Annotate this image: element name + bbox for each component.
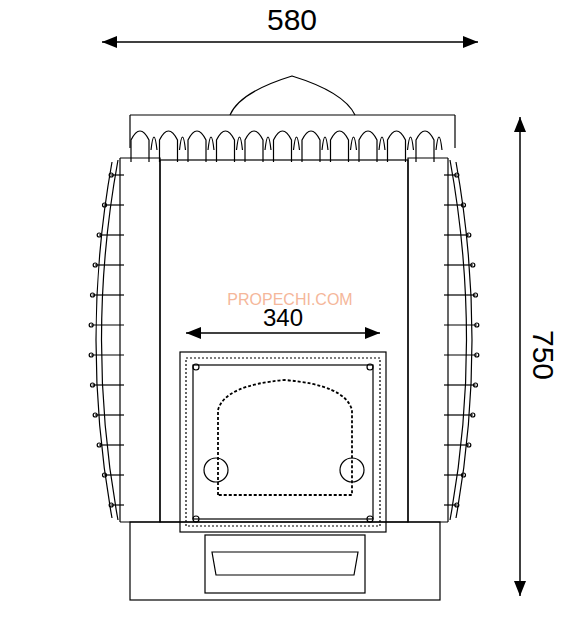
cage-rivet: [455, 173, 459, 177]
cage-bar: [105, 474, 125, 475]
crown-arch: [217, 131, 235, 162]
door-frame: [180, 352, 386, 532]
cage-rivet: [103, 473, 107, 477]
bolt: [367, 516, 373, 522]
cage-rivet: [455, 503, 459, 507]
door-window: [218, 380, 352, 495]
crown-slot: [294, 137, 300, 150]
dimension-label: 340: [261, 306, 305, 330]
dimension-label: 580: [267, 5, 317, 35]
crown-slot: [436, 137, 442, 150]
cage-bar: [99, 234, 124, 235]
cage-rivet: [109, 173, 113, 177]
crown-arch: [331, 131, 349, 162]
stone-cage: [408, 158, 479, 522]
cage-bar: [444, 414, 473, 415]
dome: [230, 76, 355, 115]
cage-bar: [444, 294, 476, 295]
crown-arch: [274, 131, 292, 162]
crown-arch: [388, 131, 406, 162]
cage-rivet: [93, 413, 97, 417]
cage-rivet: [471, 263, 475, 267]
cage-bar: [95, 414, 124, 415]
door-hinge: [204, 458, 228, 482]
cage-rivet: [467, 443, 471, 447]
crown: [130, 115, 455, 162]
bolt: [193, 516, 199, 522]
crown-slot: [151, 137, 157, 150]
cage-rivet: [474, 383, 478, 387]
door-seal: [186, 358, 380, 526]
crown-arch: [188, 131, 206, 162]
cage-bar: [444, 264, 473, 265]
crown-arch: [302, 131, 320, 162]
stove-body: [160, 160, 408, 522]
cage-rivet: [462, 203, 466, 207]
cage-rivet: [109, 503, 113, 507]
cage-rivet: [91, 293, 95, 297]
door-handle: [340, 458, 364, 482]
crown-arch: [160, 131, 178, 162]
cage-bar: [444, 384, 476, 385]
cage-rivet: [97, 443, 101, 447]
cage-bar: [444, 324, 477, 325]
crown-slot: [208, 137, 214, 150]
cage-rivet: [475, 323, 479, 327]
cage-bar: [444, 444, 469, 445]
stone-cage: [89, 158, 160, 522]
cage-bar: [93, 294, 125, 295]
crown-slot: [351, 137, 357, 150]
cage-rivet: [467, 233, 471, 237]
crown-slot: [408, 137, 414, 150]
cage-bar: [444, 204, 464, 205]
cage-rivet: [471, 413, 475, 417]
ash-drawer: [205, 535, 365, 593]
cage-rivet: [97, 233, 101, 237]
cage-rivet: [89, 353, 93, 357]
cage-bar: [91, 324, 124, 325]
crown-arch: [359, 131, 377, 162]
dimension-line: [102, 41, 478, 43]
cage-bar: [444, 354, 477, 355]
crown-arch: [416, 131, 434, 162]
cage-rivet: [474, 293, 478, 297]
dimension-label: 750: [528, 330, 558, 380]
cage-rivet: [89, 323, 93, 327]
ash-drawer-handle: [212, 552, 358, 575]
cage-bar: [93, 384, 125, 385]
crown-slot: [265, 137, 271, 150]
cage-rivet: [475, 353, 479, 357]
dimension-line: [519, 117, 521, 596]
bolt: [193, 364, 199, 370]
crown-slot: [237, 137, 243, 150]
cage-bar: [444, 234, 469, 235]
crown-arch: [245, 131, 263, 162]
cage-bar: [91, 354, 124, 355]
crown-slot: [322, 137, 328, 150]
cage-rivet: [462, 473, 466, 477]
crown-slot: [180, 137, 186, 150]
cage-bar: [105, 204, 125, 205]
cage-bar: [99, 444, 124, 445]
crown-arch: [131, 131, 149, 162]
cage-rivet: [91, 383, 95, 387]
cage-rivet: [103, 203, 107, 207]
bolt: [367, 364, 373, 370]
cage-bar: [95, 264, 124, 265]
dimension-line: [186, 332, 380, 334]
stove-base: [130, 522, 440, 600]
cage-bar: [444, 474, 464, 475]
cage-rivet: [93, 263, 97, 267]
door: [193, 365, 373, 519]
crown-slot: [379, 137, 385, 150]
